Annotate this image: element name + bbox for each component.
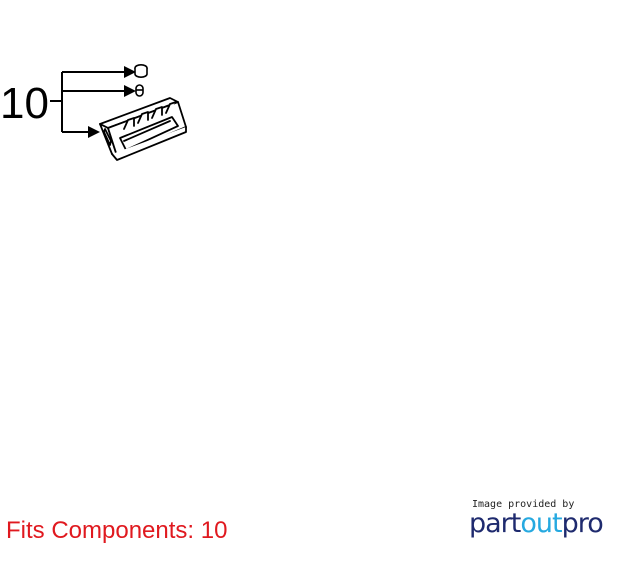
arrow-head [124, 66, 136, 78]
arrowheads [88, 66, 136, 138]
logo-pro-text: pro [561, 508, 604, 539]
clip-cap-icon [134, 64, 148, 78]
logo-part-text: part [469, 508, 521, 539]
small-clip-icon [135, 84, 144, 97]
logo-out-text: out [520, 508, 562, 539]
image-provided-by-label: Image provided by [472, 499, 575, 510]
callout-number: 10 [0, 79, 49, 128]
leader-lines [50, 71, 124, 133]
fits-components-label: Fits Components: 10 [6, 517, 228, 544]
switch-housing-part [99, 97, 187, 161]
parts-diagram: 10 [0, 64, 187, 161]
partoutpro-logo: partoutpro [469, 506, 604, 542]
arrow-head [88, 126, 100, 138]
arrow-head [124, 85, 136, 97]
